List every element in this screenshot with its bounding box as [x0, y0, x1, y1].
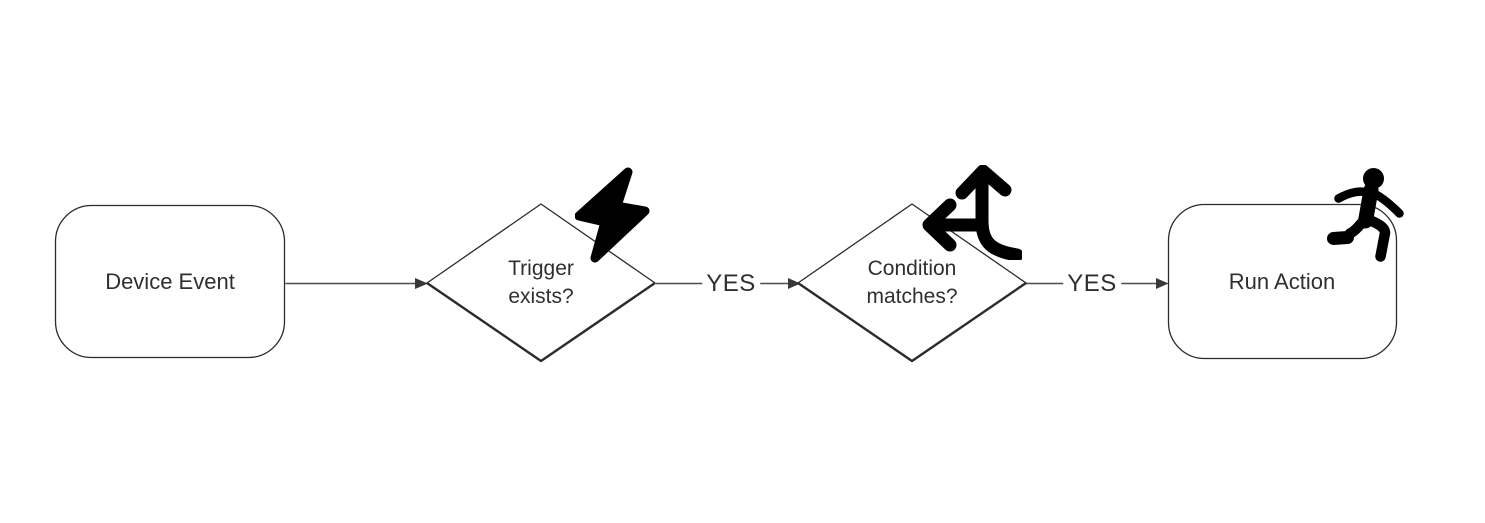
node-trigger-exists-shadow-edge	[426, 282, 656, 363]
edge-label-yes-1: YES	[702, 270, 760, 298]
lightning-icon	[575, 167, 650, 263]
split-arrows-icon	[922, 165, 1022, 260]
arrowhead-icon	[1156, 278, 1169, 289]
arrowhead-icon	[788, 278, 801, 289]
runner-icon	[1327, 168, 1404, 262]
edge-label-yes-2: YES	[1063, 270, 1121, 298]
arrowhead-icon	[415, 278, 428, 289]
node-device-event	[54, 204, 286, 359]
node-condition-matches-shadow-edge	[797, 282, 1027, 363]
